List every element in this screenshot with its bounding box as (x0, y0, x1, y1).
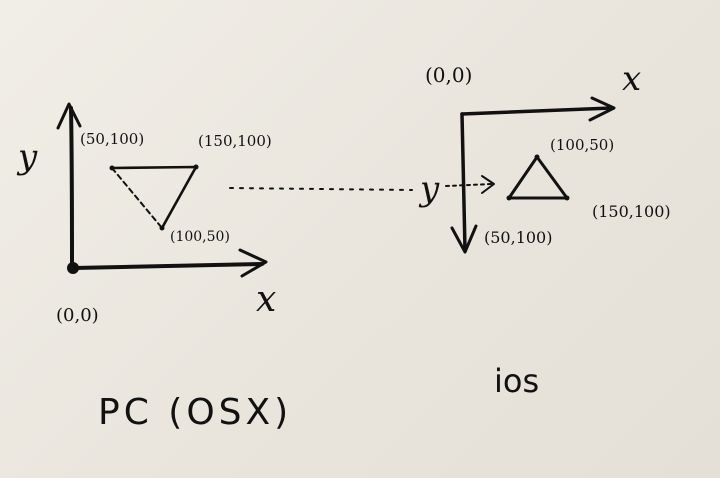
right-panel: (0,0) x y (100,50) (150,100) (50,100) io… (418, 59, 671, 400)
right-small-arrow (445, 183, 493, 187)
right-x-axis-label: x (622, 59, 641, 99)
right-triangle (507, 155, 569, 200)
left-x-axis-arrowhead (238, 248, 268, 278)
left-origin-dot (67, 262, 79, 274)
right-y-axis (460, 112, 467, 252)
right-y-axis-arrowhead (450, 224, 478, 254)
left-vertex-label-top-right: (150,100) (198, 132, 272, 150)
left-vertex-label-top-left: (50,100) (80, 130, 144, 148)
left-triangle-dashed-edge (111, 167, 163, 229)
right-vertex-dot (534, 154, 540, 160)
left-y-axis-arrowhead (56, 102, 82, 130)
left-vertex-dot (109, 165, 115, 171)
left-panel: y (50,100) (150,100) (100,50) (0,0) x PC… (16, 102, 292, 433)
right-y-axis-label: y (418, 169, 440, 209)
right-origin-label: (0,0) (425, 63, 472, 87)
right-vertex-dot (506, 195, 512, 201)
panel-connector-dotted-line (229, 187, 413, 191)
left-vertex-dot (193, 164, 199, 170)
right-small-arrowhead (481, 175, 495, 194)
left-y-axis-label: y (16, 137, 38, 177)
left-x-axis (72, 262, 264, 270)
right-x-axis (460, 106, 614, 116)
left-x-axis-label: x (256, 279, 276, 320)
right-x-axis-arrowhead (588, 96, 616, 122)
right-vertex-dot (564, 195, 570, 201)
left-vertex-label-bottom: (100,50) (170, 229, 230, 245)
left-vertex-dot (159, 225, 165, 231)
right-vertex-label-left: (50,100) (484, 228, 552, 247)
left-origin-label: (0,0) (56, 305, 99, 326)
left-y-axis (69, 106, 74, 270)
right-vertex-label-top: (100,50) (550, 136, 614, 154)
left-caption: PC (OSX) (98, 392, 292, 433)
right-vertex-label-right: (150,100) (592, 202, 671, 221)
right-caption: ios (494, 362, 539, 400)
